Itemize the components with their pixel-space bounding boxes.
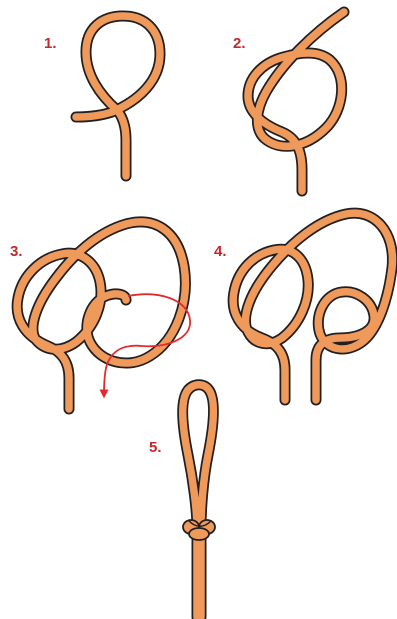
step-5-rope: [183, 385, 215, 617]
step-2-rope: [248, 12, 344, 191]
step-3-label: 3.: [10, 244, 23, 259]
step-1-label: 1.: [44, 36, 57, 51]
step-3-rope: [17, 222, 185, 409]
step-4-label: 4.: [214, 244, 227, 259]
step-2-label: 2.: [233, 36, 246, 51]
step-4-rope: [233, 213, 392, 400]
step-1-rope: [76, 16, 160, 176]
step-5-label: 5.: [149, 440, 162, 455]
